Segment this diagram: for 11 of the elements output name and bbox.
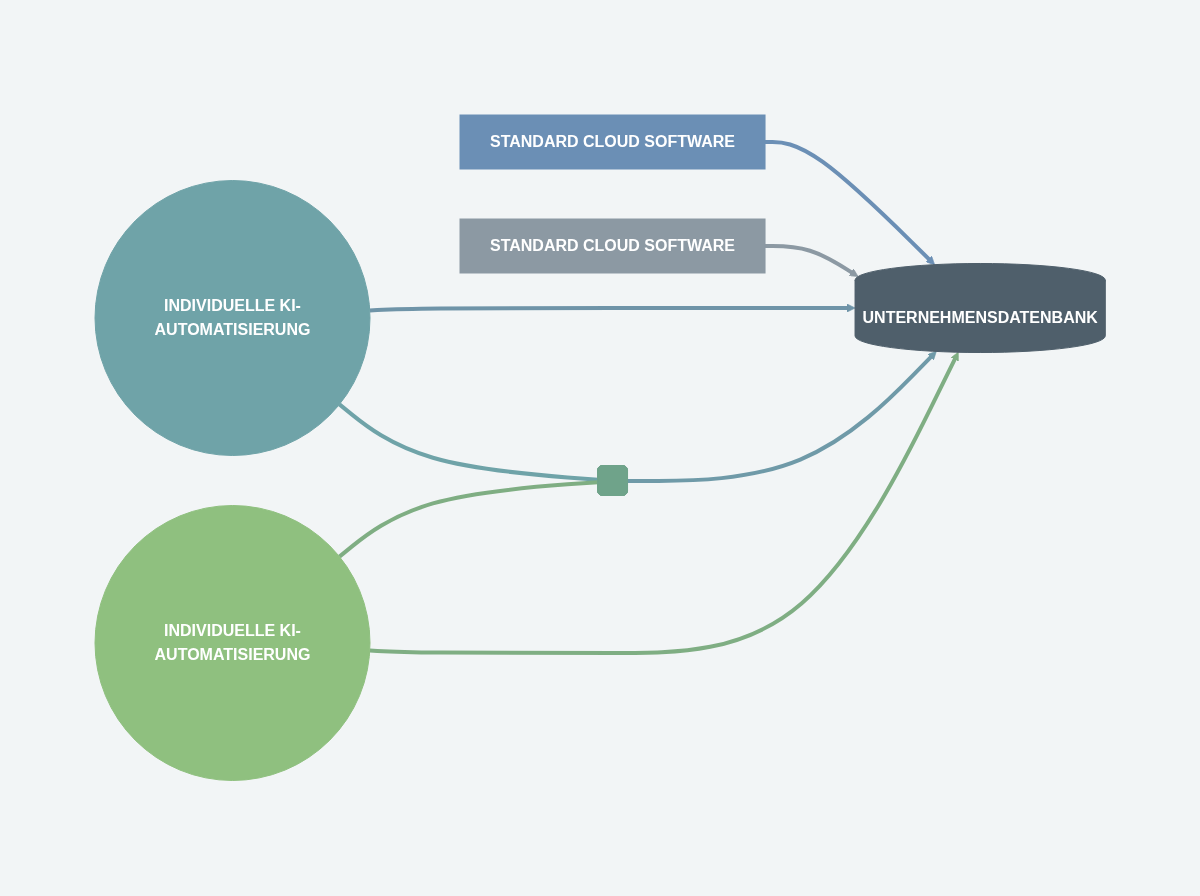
arrow: [369, 352, 959, 656]
arrow: [369, 303, 856, 313]
arrow: [764, 244, 859, 278]
node-box: STANDARD CLOUD SOFTWARE: [459, 218, 766, 274]
connector: [338, 403, 598, 483]
node-circle: INDIVIDUELLE KI-AUTOMATISIERUNG: [94, 180, 371, 457]
node-circle: INDIVIDUELLE KI-AUTOMATISIERUNG: [94, 505, 371, 782]
node-box: STANDARD CLOUD SOFTWARE: [459, 114, 766, 170]
arrow: [764, 140, 935, 266]
connector: [338, 480, 598, 559]
arrow: [627, 351, 937, 484]
